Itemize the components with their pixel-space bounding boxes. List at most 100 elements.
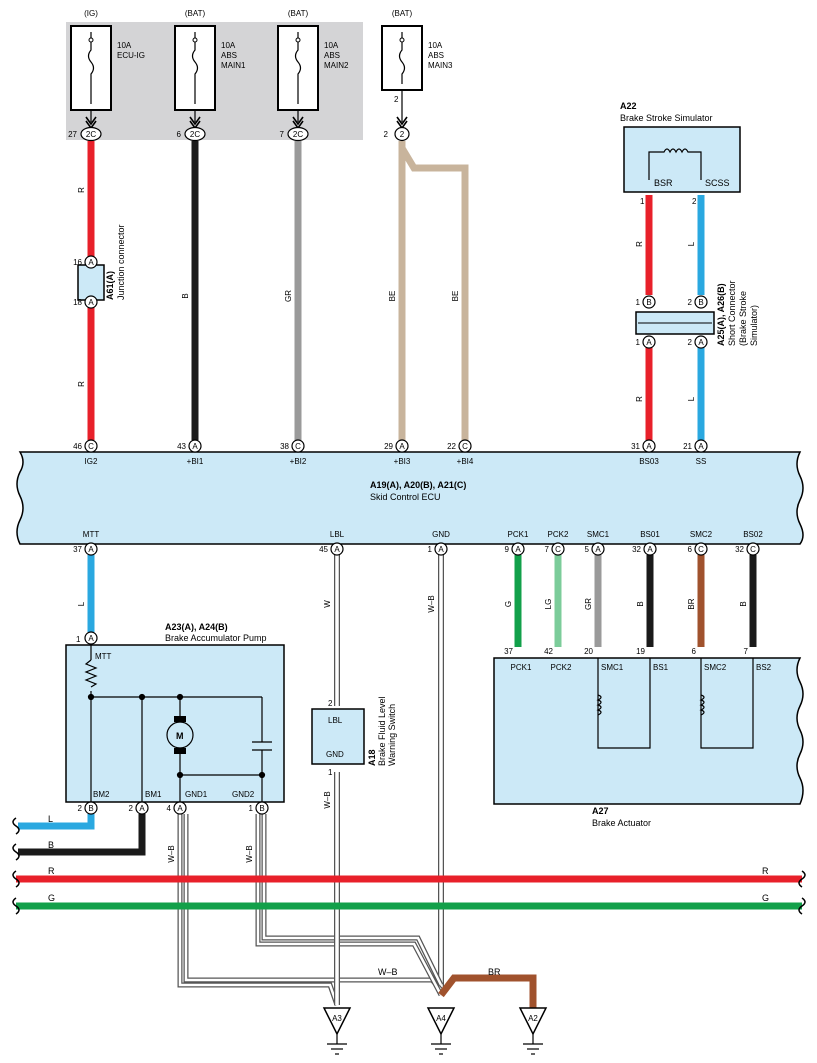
fuse-rating: 10A xyxy=(221,41,236,50)
wire-label-pump_gnd1: W–B xyxy=(167,845,176,862)
fluid-switch-name1: Brake Fluid Level xyxy=(377,696,387,766)
fuse-supply-label: (IG) xyxy=(84,9,98,18)
junction-connector xyxy=(77,264,105,301)
fuse-connector: 2 xyxy=(400,130,405,139)
pump-pin-bm2: B2 xyxy=(78,801,98,815)
brake-stroke-simulator xyxy=(623,126,741,193)
ground-label: A2 xyxy=(528,1014,538,1023)
junction-id: A61(A) xyxy=(105,271,115,300)
fluid-switch-pin1: 2 xyxy=(328,699,333,708)
pin-number: 1 xyxy=(636,298,641,307)
pump-term-gnd2: GND2 xyxy=(232,790,255,799)
fuse-name-2: MAIN3 xyxy=(428,61,453,70)
pin-connector: C xyxy=(295,442,301,451)
pin-number: 43 xyxy=(177,442,186,451)
ecu-terminal-label: SS xyxy=(696,457,707,466)
pump-internal-circuit xyxy=(84,645,272,802)
pin-connector: C xyxy=(88,442,94,451)
fuse-name: ABS xyxy=(324,51,340,60)
simulator-id: A22 xyxy=(620,101,637,111)
ecu-pin-pck2: C7 xyxy=(545,542,565,556)
wire-bi3-bi4 xyxy=(398,141,469,440)
ecu-terminal-label: BS03 xyxy=(639,457,659,466)
wire-label-fluid_gnd: W–B xyxy=(323,791,332,808)
junction-name: Junction connector xyxy=(116,224,126,300)
fluid-switch-pin2: 1 xyxy=(328,768,333,777)
pin-connector: A xyxy=(192,442,198,451)
pin-connector: A xyxy=(88,258,94,267)
fuse-rating: 10A xyxy=(324,41,339,50)
harness-r-right: R xyxy=(762,866,769,876)
harness-g-right: G xyxy=(762,893,769,903)
pump-name: Brake Accumulator Pump xyxy=(165,633,267,643)
ground-label: A4 xyxy=(436,1014,446,1023)
fluid-switch-term2: GND xyxy=(326,750,344,759)
ecu-pin-pck1: A9 xyxy=(505,542,525,556)
simulator-term2: SCSS xyxy=(705,178,730,188)
fluid-switch-name2: Warning Switch xyxy=(387,704,397,766)
actuator-pin-number: 19 xyxy=(636,647,645,656)
harness-break-left xyxy=(12,817,20,915)
pin-number: 6 xyxy=(688,545,693,554)
short-pin-a1: A1 xyxy=(636,335,656,349)
pin-number: 7 xyxy=(545,545,550,554)
smc2-coil-icon xyxy=(699,694,705,716)
motor-icon xyxy=(166,716,194,754)
wire-bm1 xyxy=(18,814,146,856)
ecu-pin-lbl: A 45 xyxy=(319,542,344,556)
pin-number: 31 xyxy=(631,442,640,451)
simulator-pin2: 2 xyxy=(692,197,697,206)
pin-number: 45 xyxy=(319,545,328,554)
ecu-terminal-label: +BI4 xyxy=(457,457,474,466)
pump-pin-bm1: A2 xyxy=(129,801,149,815)
actuator-terminal-label: SMC2 xyxy=(704,663,727,672)
wire-label-mtt: L xyxy=(77,601,86,606)
pin-number: 2 xyxy=(688,338,693,347)
wire-label-bsr_upper: R xyxy=(635,241,644,247)
simulator-coil-icon xyxy=(648,148,702,180)
actuator-terminal-label: PCK1 xyxy=(511,663,532,672)
pin-number: 22 xyxy=(447,442,456,451)
brake-actuator xyxy=(493,657,804,805)
wire-label-gnd: W–B xyxy=(427,595,436,612)
ecu-id: A19(A), A20(B), A21(C) xyxy=(370,480,466,490)
pin-connector: C xyxy=(750,545,756,554)
ecu-pin-plus-bi2: C 38 xyxy=(280,439,305,453)
wire-label-smc2: BR xyxy=(687,598,696,609)
actuator-terminal-label: PCK2 xyxy=(551,663,572,672)
pin-number: 2 xyxy=(78,804,83,813)
pin-connector: A xyxy=(334,545,340,554)
simulator-term1: BSR xyxy=(654,178,673,188)
ecu-terminal-label: PCK1 xyxy=(508,530,529,539)
pin-connector: C xyxy=(698,545,704,554)
pin-number: 9 xyxy=(505,545,510,554)
ground-bus-label: W–B xyxy=(378,967,398,977)
pump-pin-mtt: A xyxy=(84,631,98,645)
pin-number: 1 xyxy=(636,338,641,347)
ecu-pin-smc2: C6 xyxy=(688,542,708,556)
ecu-terminal-label: BS02 xyxy=(743,530,763,539)
short-pin-b1: B1 xyxy=(636,295,656,309)
pin-number: 21 xyxy=(683,442,692,451)
pin-connector: A xyxy=(88,634,94,643)
wire-label-pck1: G xyxy=(504,601,513,607)
actuator-terminal-label: BS1 xyxy=(653,663,669,672)
pin-number: 38 xyxy=(280,442,289,451)
pump-pin-gnd1: A4 xyxy=(167,801,187,815)
wire-label-ig_lower: R xyxy=(77,381,86,387)
ecu-pin-bs03: A31 xyxy=(631,439,656,453)
pin-connector: A xyxy=(88,545,94,554)
harness-r-left: R xyxy=(48,866,55,876)
wire-label-smc1: GR xyxy=(584,598,593,610)
wire-bm2 xyxy=(18,814,95,830)
fuse-pin: 6 xyxy=(177,130,182,139)
pin-connector: A xyxy=(177,804,183,813)
pin-connector: A xyxy=(595,545,601,554)
fuse-supply-label: (BAT) xyxy=(392,9,413,18)
ground-a4: A4 xyxy=(426,1007,456,1055)
harness-left-b: B xyxy=(48,840,54,850)
pin-number: 16 xyxy=(73,258,82,267)
